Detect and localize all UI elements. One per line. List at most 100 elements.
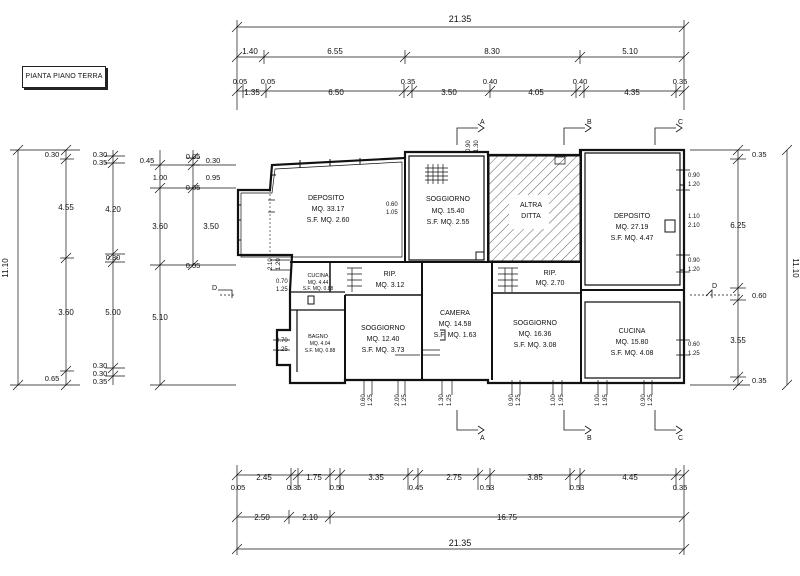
room-deposito-1: DEPOSITO MQ. 33.17 S.F. MQ. 2.60 [307,195,350,224]
top-small-6: 0.35 [673,77,688,86]
section-markers [218,123,740,435]
bottom-row3-1: 2.50 [254,513,270,522]
room-sf: S.F. MQ. 4.08 [611,350,654,357]
section-b-top: B [587,119,592,126]
left-mid-3: 5.00 [105,308,121,317]
section-c-bottom: C [678,435,683,442]
left-small-5: 0.35 [93,377,108,386]
left-inner-small-2: 0.05 [186,152,201,161]
opening-label: 0.70 [276,279,288,285]
right-total-dim: 11.10 [791,258,800,278]
top-row3-2: 6.50 [328,88,344,97]
opening-label: 0.90 [688,173,700,179]
room-area: MQ. 15.40 [432,208,465,215]
opening-label: 1.00 [551,394,557,406]
room-label: CAMERA [440,310,470,317]
room-bagno: BAGNO MQ. 4.04 S.F. MQ. 0.88 [305,334,336,354]
room-label: BAGNO [308,334,329,340]
top-dim-1: 1.40 [242,47,258,56]
top-small-4: 0.40 [483,77,498,86]
left-dimensions [10,144,236,391]
room-area: MQ. 27.19 [616,224,649,231]
opening-label: 1.20 [688,267,700,273]
drawing-title: PIANTA PIANO TERRA [22,66,106,88]
opening-label: 2.10 [688,223,700,229]
opening-label: 1.05 [386,210,398,216]
left-inner-small-7: 0.05 [186,261,201,270]
left-small-4: 0.30 [93,369,108,378]
left-inner-small-1: 0.45 [140,156,155,165]
room-label: SOGGIORNO [426,196,471,203]
opening-label: 1.25 [648,394,654,406]
room-sf: S.F. MQ. 2.55 [427,219,470,226]
room-altra-ditta: ALTRA DITTA [520,202,542,220]
chimney-box [664,219,676,233]
room-sf: S.F. MQ. 2.60 [307,217,350,224]
room-deposito-2: DEPOSITO MQ. 27.19 S.F. MQ. 4.47 [611,213,654,242]
top-dim-3: 8.30 [484,47,500,56]
bottom-row1-1: 2.45 [256,473,272,482]
column-box-2 [307,295,315,305]
section-d-right: D [712,283,717,290]
stairs [347,156,566,292]
section-b-bottom: B [587,435,592,442]
opening-label: 1.30 [474,140,480,152]
room-soggiorno-3: SOGGIORNO MQ. 16.36 S.F. MQ. 3.08 [513,320,558,349]
room-cucina-1: CUCINA MQ. 4.44 S.F. MQ. 0.88 [303,273,334,292]
bottom-row1-5: 3.85 [527,473,543,482]
room-label: CUCINA [307,273,328,279]
opening-markers [268,169,690,395]
left-inner-small-5: 0.95 [206,173,221,182]
top-row3-5: 4.35 [624,88,640,97]
opening-label: 1.10 [688,214,700,220]
right-dim-4: 3.55 [730,336,746,345]
left-outer-1: 0.30 [45,150,60,159]
left-inner-small-6: 0.05 [186,183,201,192]
room-camera: CAMERA MQ. 14.58 S.F. MQ. 1.63 [434,310,477,339]
room-area: MQ. 4.44 [308,280,329,286]
bottom-row1-6: 4.45 [622,473,638,482]
room-soggiorno-2: SOGGIORNO MQ. 12.40 S.F. MQ. 3.73 [361,325,406,354]
top-small-3: 0.35 [401,77,416,86]
room-soggiorno-1: SOGGIORNO MQ. 15.40 S.F. MQ. 2.55 [426,196,471,226]
opening-label: 1.25 [368,394,374,406]
left-inner-3: 5.10 [152,313,168,322]
bottom-row2-1: 0.05 [231,483,246,492]
room-label: SOGGIORNO [513,320,558,327]
opening-label: 0.60 [386,202,398,208]
bottom-row2-2: 0.35 [287,483,302,492]
opening-label: 0.90 [466,140,472,152]
left-outer-3: 3.60 [58,308,74,317]
bottom-row2-6: 0.53 [570,483,585,492]
top-row3-4: 4.05 [528,88,544,97]
opening-label: 2.00 [395,394,401,406]
section-d-left: D [212,285,217,292]
bottom-row1-3: 3.35 [368,473,384,482]
top-small-1: 0.05 [233,77,248,86]
building-walls [236,148,686,385]
room-label: RIP. [384,271,397,278]
left-inner-small-4: 1.00 [153,173,168,182]
opening-label: 1.25 [276,347,288,353]
room-label: DEPOSITO [308,195,345,202]
room-area: MQ. 4.04 [310,341,331,347]
room-area: MQ. 3.12 [376,282,405,289]
right-dim-5: 0.35 [752,376,767,385]
left-inner-small-3: 0.30 [206,156,221,165]
top-small-2: 0.05 [261,77,276,86]
top-dim-4: 5.10 [622,47,638,56]
opening-label: 1.25 [276,287,288,293]
left-small-3: 0.30 [93,361,108,370]
room-label: RIP. [544,270,557,277]
bottom-row2-7: 0.35 [673,483,688,492]
bottom-row2-3: 0.50 [330,483,345,492]
opening-label: 0.70 [276,338,288,344]
section-c-top: C [678,119,683,126]
room-area: MQ. 16.36 [519,331,552,338]
room-area: MQ. 2.70 [536,280,565,287]
opening-label: 1.95 [603,394,609,406]
bottom-row3-3: 16.75 [497,513,518,522]
opening-label: 0.60 [688,342,700,348]
room-area: MQ. 33.17 [312,206,345,213]
left-inner-2: 3.50 [203,222,219,231]
